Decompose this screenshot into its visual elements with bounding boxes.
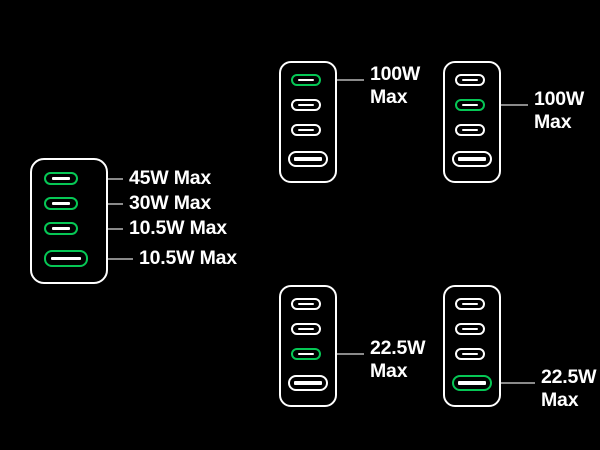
connector-line-charger-top-right-p2: [488, 104, 528, 106]
port-slot: [458, 157, 486, 161]
power-label-line: 22.5W: [370, 337, 426, 359]
port-slot: [297, 302, 315, 306]
port-slot: [297, 78, 315, 82]
usb-c-port-2[interactable]: [291, 99, 321, 111]
port-slot: [294, 157, 322, 161]
four-port-charger-port4-highlighted[interactable]: [443, 285, 501, 407]
usb-a-port-4[interactable]: [452, 151, 492, 167]
port-slot: [461, 78, 479, 82]
power-label-line: Max: [370, 85, 408, 108]
usb-c-port-3-highlighted[interactable]: [291, 348, 321, 360]
power-label-line: 45W Max: [129, 166, 212, 189]
usb-c-port-1[interactable]: [291, 298, 321, 310]
power-label-charger-main-left-p3: 10.5W Max: [129, 217, 227, 240]
port-slot: [51, 202, 71, 205]
power-label-line: 10.5W Max: [139, 246, 237, 269]
port-slot: [297, 352, 315, 356]
usb-a-port-4-highlighted[interactable]: [44, 250, 88, 267]
four-port-charger-port3-highlighted[interactable]: [279, 285, 337, 407]
port-slot: [297, 128, 315, 132]
port-slot: [51, 177, 71, 180]
usb-c-port-3[interactable]: [455, 124, 485, 136]
port-slot: [50, 256, 82, 261]
usb-c-port-1-highlighted[interactable]: [291, 74, 321, 86]
usb-c-port-2-highlighted[interactable]: [44, 197, 78, 210]
power-label-line: 100W: [370, 63, 421, 85]
power-label-charger-main-left-p4: 10.5W Max: [139, 247, 237, 270]
port-slot: [461, 128, 479, 132]
usb-a-port-4[interactable]: [288, 151, 328, 167]
usb-a-port-4-highlighted[interactable]: [452, 375, 492, 391]
four-port-charger-port2-highlighted[interactable]: [443, 61, 501, 183]
usb-c-port-1[interactable]: [455, 298, 485, 310]
port-slot: [461, 302, 479, 306]
port-slot: [297, 103, 315, 107]
power-label-line: 30W Max: [129, 191, 212, 214]
power-label-line: Max: [370, 359, 408, 382]
usb-c-port-3-highlighted[interactable]: [44, 222, 78, 235]
usb-c-port-3[interactable]: [455, 348, 485, 360]
four-port-charger-all-labeled[interactable]: [30, 158, 108, 284]
port-slot: [297, 327, 315, 331]
power-label-line: 10.5W Max: [129, 216, 227, 239]
port-slot: [51, 227, 71, 230]
connector-line-charger-bottom-middle-p3: [324, 353, 364, 355]
usb-c-port-2-highlighted[interactable]: [455, 99, 485, 111]
connector-line-charger-bottom-right-p4: [495, 382, 535, 384]
usb-c-port-3[interactable]: [291, 124, 321, 136]
power-label-line: Max: [541, 388, 579, 411]
power-label-charger-main-left-p1: 45W Max: [129, 167, 211, 190]
connector-line-charger-top-middle-p1: [324, 79, 364, 81]
usb-a-port-4[interactable]: [288, 375, 328, 391]
port-slot: [458, 381, 486, 385]
power-label-line: Max: [534, 110, 572, 133]
port-slot: [461, 327, 479, 331]
power-label-line: 22.5W: [541, 366, 597, 388]
connector-line-charger-main-left-p4: [91, 257, 133, 260]
usb-c-port-2[interactable]: [291, 323, 321, 335]
usb-c-port-2[interactable]: [455, 323, 485, 335]
port-slot: [461, 103, 479, 107]
port-slot: [294, 381, 322, 385]
usb-c-port-1-highlighted[interactable]: [44, 172, 78, 185]
power-label-charger-main-left-p2: 30W Max: [129, 192, 211, 215]
four-port-charger-port1-highlighted[interactable]: [279, 61, 337, 183]
port-slot: [461, 352, 479, 356]
power-label-line: 100W: [534, 88, 585, 110]
usb-c-port-1[interactable]: [455, 74, 485, 86]
